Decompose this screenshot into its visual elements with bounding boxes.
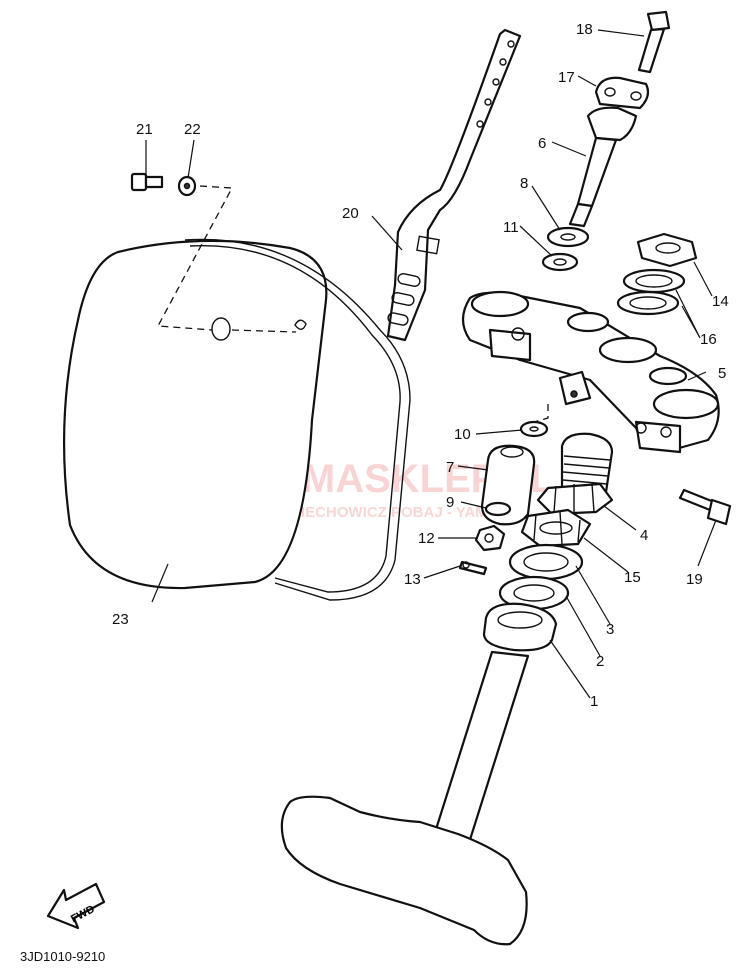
- plate-mount-hole: [211, 317, 231, 341]
- callout-20: 20: [342, 205, 359, 222]
- callout-3: 3: [606, 621, 614, 638]
- callout-13: 13: [404, 571, 421, 588]
- nut-part-14: [636, 232, 698, 268]
- washer-part-8: [546, 226, 590, 248]
- callout-5: 5: [718, 365, 726, 382]
- watermark-subtitle: WOJCIECHOWICZ POBAJ - YAMAHA: [256, 504, 520, 521]
- upper-bracket-part-5: [461, 290, 720, 454]
- pinch-bolt-part-19: [678, 488, 732, 526]
- callout-9: 9: [446, 494, 454, 511]
- callout-labels: 18 17 6 8 11 21 22 20 14 16 5 10 7 9 12 …: [112, 21, 729, 710]
- bearing-part-1: [482, 602, 558, 652]
- washer-part-16: [616, 268, 686, 316]
- number-plate-part-23: [62, 238, 411, 601]
- leader-lines: [145, 29, 717, 699]
- callout-8: 8: [520, 175, 528, 192]
- callout-19: 19: [686, 571, 703, 588]
- callout-21: 21: [136, 121, 153, 138]
- callout-18: 18: [576, 21, 593, 38]
- callout-2: 2: [596, 653, 604, 670]
- bolt-part-18: [637, 10, 671, 74]
- callout-14: 14: [712, 293, 729, 310]
- callout-7: 7: [446, 459, 454, 476]
- nut-part-12: [474, 524, 506, 552]
- damper-part-11: [541, 252, 579, 272]
- assembly-line-21-22: [156, 185, 234, 331]
- callout-6: 6: [538, 135, 546, 152]
- washer-part-9: [484, 501, 512, 517]
- washer-part-10: [519, 420, 549, 438]
- callout-23: 23: [112, 611, 129, 628]
- forward-arrow-icon: FWD: [46, 882, 106, 930]
- drawing-code: 3JD1010-9210: [20, 949, 105, 964]
- washer-part-22: [177, 175, 197, 197]
- handlebar-holder-lower-part-6: [568, 106, 638, 228]
- steering-nut-threaded: [560, 432, 614, 494]
- callout-10: 10: [454, 426, 471, 443]
- pin-part-13: [458, 560, 488, 576]
- cover-part-3: [508, 543, 584, 581]
- under-bracket-stem: [280, 650, 530, 946]
- callout-16: 16: [700, 331, 717, 348]
- ring-nut-part-4: [536, 482, 614, 516]
- bolt-part-21: [130, 172, 164, 192]
- callout-12: 12: [418, 530, 435, 547]
- callout-22: 22: [184, 121, 201, 138]
- callout-15: 15: [624, 569, 641, 586]
- callout-17: 17: [558, 69, 575, 86]
- callout-11: 11: [503, 219, 519, 236]
- handlebar-holder-upper-part-17: [594, 76, 650, 110]
- callout-4: 4: [640, 527, 648, 544]
- callout-1: 1: [590, 693, 598, 710]
- plate-bracket-part-20: [386, 28, 522, 342]
- ring-nut-part-15: [520, 508, 592, 548]
